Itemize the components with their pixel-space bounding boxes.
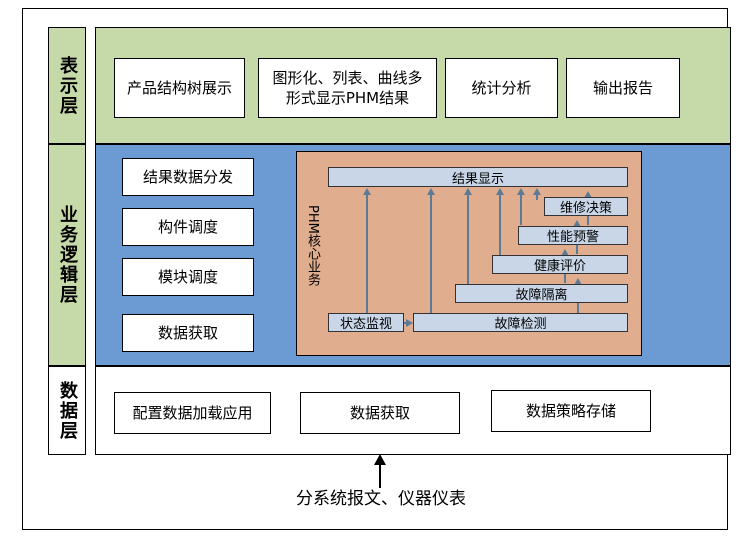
arrowhead [517, 188, 525, 195]
input-arrow-shaft [379, 463, 381, 488]
arrow-health-to-result [499, 194, 501, 255]
input-arrow-head [374, 454, 386, 465]
layer-label-data: 数据层 [48, 366, 86, 455]
layer-label-business: 业务逻辑层 [48, 144, 86, 366]
business-box-module-scheduling: 模块调度 [122, 258, 254, 296]
arrow-performance-to-result [520, 194, 522, 225]
bar-fault-detection: 故障检测 [413, 313, 628, 332]
layer-label-presentation: 表示层 [48, 27, 86, 144]
arrowhead [464, 188, 472, 195]
presentation-box-report: 输出报告 [566, 58, 680, 118]
presentation-box-statistics: 统计分析 [445, 58, 558, 118]
bar-fault-isolation: 故障隔离 [455, 284, 628, 303]
arrowhead [584, 191, 592, 198]
presentation-box-phm-display: 图形化、列表、曲线多形式显示PHM结果 [258, 58, 437, 118]
bar-health-evaluation: 健康评价 [492, 255, 628, 274]
phm-core-title: PHM核心业务 [305, 205, 320, 286]
layer-label-presentation-text: 表示层 [57, 55, 78, 116]
data-box-data-acquisition: 数据获取 [300, 392, 460, 434]
arrowhead [363, 188, 371, 195]
arrow-detection-to-result [430, 194, 432, 313]
arrowhead [561, 249, 569, 256]
arrow-isolation-to-result [467, 194, 469, 284]
bar-status-monitoring: 状态监视 [328, 313, 404, 332]
arrowhead [533, 188, 541, 195]
presentation-box-product-tree: 产品结构树展示 [114, 58, 245, 118]
business-box-component-scheduling: 构件调度 [122, 208, 254, 246]
layer-label-business-text: 业务逻辑层 [57, 205, 78, 305]
arrowhead [573, 220, 581, 227]
bar-result-display: 结果显示 [328, 167, 628, 187]
arrowhead [427, 188, 435, 195]
business-box-data-acquisition: 数据获取 [122, 314, 254, 352]
data-box-config-loading: 配置数据加载应用 [114, 392, 271, 434]
business-box-result-distribution: 结果数据分发 [122, 158, 254, 196]
arrowhead [574, 278, 582, 285]
bar-performance-warning: 性能预警 [518, 226, 628, 245]
layer-label-data-text: 数据层 [57, 380, 78, 441]
data-box-strategy-storage: 数据策略存储 [491, 390, 651, 432]
arrowhead [496, 188, 504, 195]
arrow-maintenance-to-result [536, 194, 538, 200]
input-source-label: 分系统报文、仪器仪表 [296, 489, 466, 509]
arrowhead [406, 319, 413, 327]
arrow-monitoring-to-result [366, 194, 368, 313]
bar-maintenance-decision: 维修决策 [544, 197, 628, 216]
